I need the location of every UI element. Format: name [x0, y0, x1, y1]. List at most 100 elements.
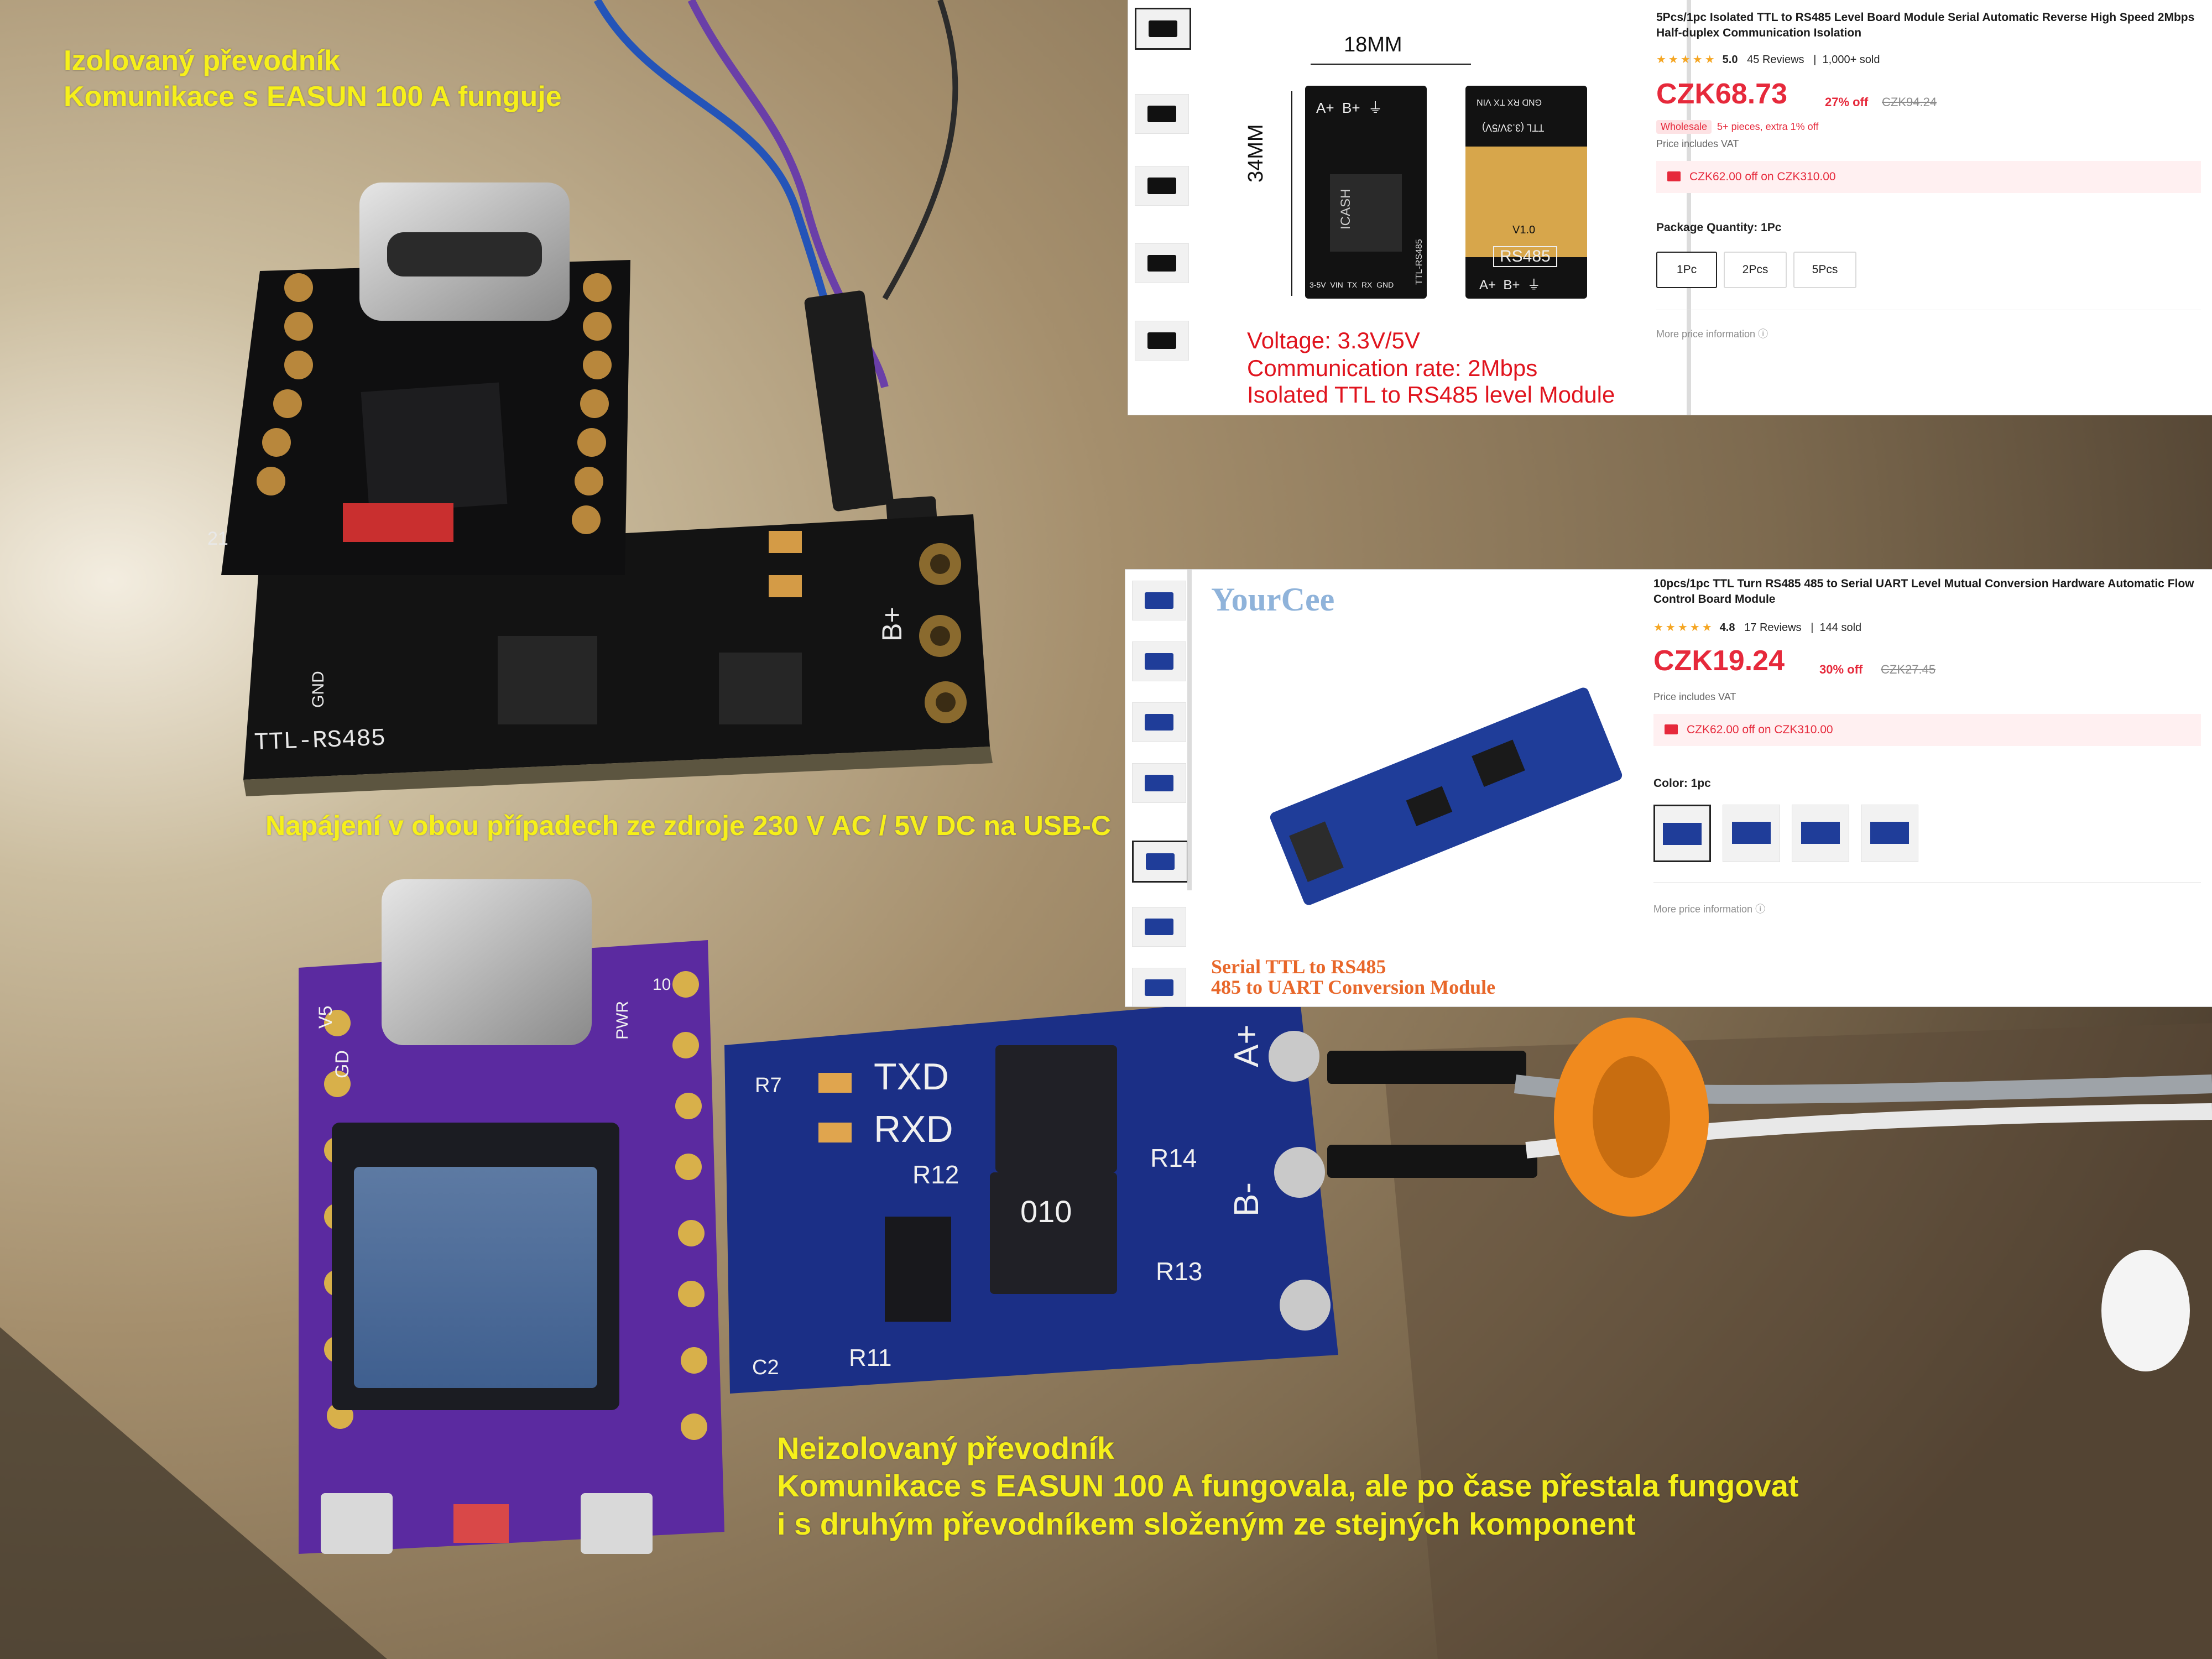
- thumbnail-6[interactable]: [1132, 907, 1186, 947]
- silk-gnd: GND: [309, 671, 327, 708]
- thumbnail-3[interactable]: [1132, 702, 1186, 742]
- board-back-bottom-pins: A+ B+ ⏚: [1479, 278, 1541, 293]
- product-price: CZK19.24: [1653, 645, 1785, 677]
- silk-r7: R7: [755, 1074, 782, 1097]
- silk-aplus: A+: [1228, 1024, 1266, 1067]
- option-2pcs[interactable]: 2Pcs: [1724, 252, 1787, 288]
- silk-rxd: RXD: [874, 1108, 953, 1150]
- vat-note: Price includes VAT: [1653, 691, 1736, 702]
- silk-bplus: B+: [877, 607, 907, 641]
- annotation-nonisolated-note: i s druhým převodníkem složeným ze stejn…: [777, 1506, 1636, 1541]
- dimension-height-line: [1291, 91, 1292, 296]
- isolated-board-back: GND RX TX VIN TTL (3.3V/5V) V1.0 RS485 A…: [1465, 86, 1587, 299]
- coupon-banner[interactable]: CZK62.00 off on CZK310.00: [1656, 161, 2201, 193]
- star-rating-icon: ★★★★★: [1653, 622, 1714, 634]
- thumbnail-1[interactable]: [1132, 581, 1186, 620]
- silk-r11: R11: [849, 1344, 891, 1371]
- coupon-text: CZK62.00 off on CZK310.00: [1689, 170, 1836, 183]
- silk-txd: TXD: [874, 1056, 949, 1098]
- vat-note: Price includes VAT: [1656, 138, 1739, 149]
- board-front-side-label: TTL-RS485: [1415, 239, 1424, 285]
- isolated-board-front: A+ B+ ⏚ ICASH TTL-RS485 3-5V VIN TX RX G…: [1305, 86, 1427, 299]
- review-count[interactable]: 45 Reviews: [1747, 54, 1804, 66]
- product-panel-isolated: 18MM 34MM A+ B+ ⏚ ICASH TTL-RS485 3-5V V…: [1128, 0, 2212, 415]
- board-back-ttl-label: TTL (3.3V/5V): [1482, 122, 1545, 133]
- board-front-pins: A+ B+ ⏚: [1316, 100, 1383, 116]
- reset-button: [321, 1493, 393, 1554]
- more-price-info-link[interactable]: More price information ⓘ: [1656, 328, 1768, 340]
- silk-r13: R13: [1156, 1257, 1202, 1286]
- thumbnail-2[interactable]: [1132, 641, 1186, 681]
- dupont-connector: [1327, 1145, 1537, 1178]
- color-label: Color: 1pc: [1653, 777, 1711, 790]
- board-back-pin-labels: GND RX TX VIN: [1477, 97, 1542, 107]
- rs485-module-blue: [1268, 686, 1624, 907]
- thumbnail-5[interactable]: [1135, 321, 1189, 361]
- thumbnail-1[interactable]: [1135, 8, 1191, 50]
- dimension-width-label: 18MM: [1344, 33, 1402, 56]
- thumbnail-3[interactable]: [1135, 166, 1189, 206]
- spec-rate: Communication rate: 2Mbps: [1247, 355, 1538, 381]
- review-count[interactable]: 17 Reviews: [1744, 622, 1802, 634]
- option-5pcs[interactable]: 5Pcs: [1793, 252, 1856, 288]
- option-1pc[interactable]: 1Pc: [1656, 252, 1717, 288]
- annotation-nonisolated-status: Komunikace s EASUN 100 A fungovala, ale …: [777, 1468, 1799, 1504]
- silk-ttl-rs485: TTL-RS485: [254, 725, 386, 757]
- product-image: 18MM 34MM A+ B+ ⏚ ICASH TTL-RS485 3-5V V…: [1211, 0, 1653, 415]
- silk-pin21: 21: [207, 528, 228, 549]
- annotation-isolated: Izolovaný převodník Komunikace s EASUN 1…: [64, 43, 562, 115]
- star-rating-icon: ★★★★★: [1656, 54, 1717, 66]
- annotation-isolated-status: Komunikace s EASUN 100 A funguje: [64, 81, 562, 113]
- color-option-1[interactable]: [1653, 805, 1711, 862]
- silk-r12: R12: [912, 1160, 959, 1189]
- old-price: CZK27.45: [1881, 662, 1936, 676]
- silk-chip-code: 010: [1020, 1194, 1072, 1229]
- esp32-chip: [361, 382, 508, 514]
- board-front-chip-label: ICASH: [1338, 189, 1353, 229]
- isolated-rs485-board: [243, 514, 990, 780]
- annotation-nonisolated: Neizolovaný převodník Komunikace s EASUN…: [777, 1430, 1799, 1543]
- board-back-name: RS485: [1493, 246, 1557, 267]
- product-panel-nonisolated: YourCee Serial TTL to RS485 485 to UART …: [1125, 570, 2212, 1006]
- boot-button: [343, 503, 453, 542]
- product-image: [1258, 686, 1645, 907]
- spec-description: Isolated TTL to RS485 level Module: [1247, 382, 1615, 408]
- dupont-connector: [804, 290, 894, 512]
- thumbnail-4[interactable]: [1132, 763, 1186, 803]
- product-title[interactable]: 10pcs/1pc TTL Turn RS485 485 to Serial U…: [1653, 577, 2194, 606]
- color-option-3[interactable]: [1792, 805, 1849, 862]
- rating-value: 4.8: [1719, 622, 1735, 634]
- coupon-banner[interactable]: CZK62.00 off on CZK310.00: [1653, 714, 2201, 746]
- coupon-icon: [1667, 171, 1681, 181]
- silk-pwr: PWR: [613, 1001, 632, 1040]
- board-back-gold-area: [1465, 147, 1587, 257]
- silk-c2: C2: [752, 1356, 779, 1379]
- color-option-2[interactable]: [1723, 805, 1780, 862]
- silk-r14: R14: [1150, 1144, 1197, 1172]
- more-price-info-link[interactable]: More price information ⓘ: [1653, 904, 1766, 915]
- thumbnail-5[interactable]: [1132, 841, 1188, 883]
- image-scrollbar[interactable]: [1687, 0, 1691, 415]
- thumbnail-scrollbar[interactable]: [1187, 570, 1192, 890]
- dimension-height-label: 34MM: [1244, 124, 1267, 182]
- thumbnail-2[interactable]: [1135, 94, 1189, 134]
- dupont-connector: [1327, 1051, 1526, 1084]
- annotation-isolated-title: Izolovaný převodník: [64, 45, 340, 77]
- thumbnail-4[interactable]: [1135, 243, 1189, 283]
- white-cap: [2101, 1250, 2190, 1371]
- wholesale-tag: Wholesale: [1656, 120, 1712, 134]
- module-chip: [1406, 786, 1453, 827]
- image-caption-line1: Serial TTL to RS485: [1211, 956, 1386, 978]
- product-title[interactable]: 5Pcs/1pc Isolated TTL to RS485 Level Boa…: [1656, 11, 2195, 40]
- brand-logo: YourCee: [1211, 581, 1335, 618]
- thumbnail-7[interactable]: [1132, 968, 1186, 1006]
- color-option-4[interactable]: [1861, 805, 1918, 862]
- module-terminal: [1289, 821, 1344, 882]
- product-price: CZK68.73: [1656, 78, 1787, 110]
- package-quantity-label: Package Quantity: 1Pc: [1656, 221, 1782, 234]
- silk-v5: V5: [315, 1005, 336, 1029]
- annotation-nonisolated-title: Neizolovaný převodník: [777, 1431, 1114, 1465]
- board-back-version: V1.0: [1512, 224, 1536, 236]
- module-chip: [1472, 739, 1525, 787]
- annotation-power: Napájení v obou případech ze zdroje 230 …: [265, 810, 1112, 841]
